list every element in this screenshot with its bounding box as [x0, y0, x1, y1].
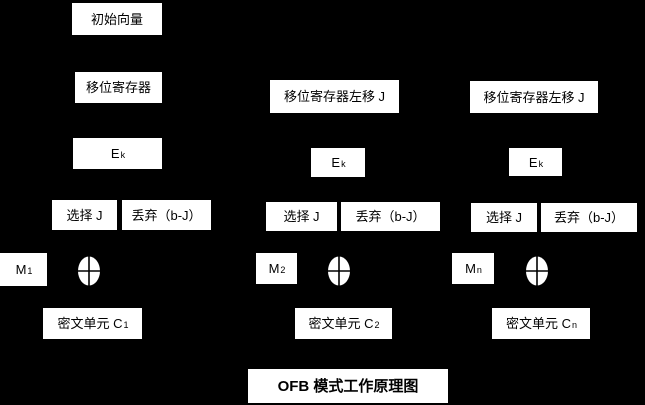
- ek-label: E: [110, 146, 120, 161]
- m-subscript: n: [476, 265, 482, 275]
- xor-icon: [78, 256, 100, 286]
- select-j-box-1: 选择 J: [52, 200, 117, 230]
- ek-subscript: k: [120, 150, 126, 160]
- select-j-box-2: 选择 J: [266, 202, 337, 231]
- discard-box-3: 丢弃（b-J）: [541, 203, 637, 232]
- select-j-box-3: 选择 J: [471, 203, 537, 232]
- shift-register-left-box-2: 移位寄存器左移 J: [270, 80, 399, 113]
- m-label: M: [465, 261, 476, 276]
- shift-register-box-1: 移位寄存器: [75, 72, 162, 103]
- xor-icon: [526, 256, 548, 286]
- shift-register-left-box-3: 移位寄存器左移 J: [470, 81, 598, 113]
- ek-label: E: [331, 155, 341, 170]
- m-subscript: 2: [280, 265, 286, 275]
- m-label: M: [268, 261, 280, 276]
- cipher-unit-label: 密文单元 C: [505, 316, 571, 331]
- discard-box-1: 丢弃（b-J）: [122, 200, 211, 230]
- cipher-unit-label: 密文单元 C: [57, 316, 123, 331]
- diagram-title: OFB 模式工作原理图: [248, 369, 448, 403]
- m-subscript: 1: [27, 266, 33, 276]
- discard-box-2: 丢弃（b-J）: [341, 202, 440, 231]
- cipher-unit-subscript: 2: [374, 320, 380, 330]
- init-vector-box: 初始向量: [72, 3, 162, 35]
- cipher-unit-label: 密文单元 C: [308, 316, 374, 331]
- ek-subscript: k: [538, 158, 544, 169]
- xor-icon: [328, 256, 350, 286]
- ek-label: E: [528, 154, 538, 170]
- ek-subscript: k: [341, 159, 346, 169]
- m-label: M: [15, 262, 27, 277]
- cipher-unit-subscript: 1: [123, 320, 129, 330]
- cipher-unit-subscript: n: [572, 320, 578, 330]
